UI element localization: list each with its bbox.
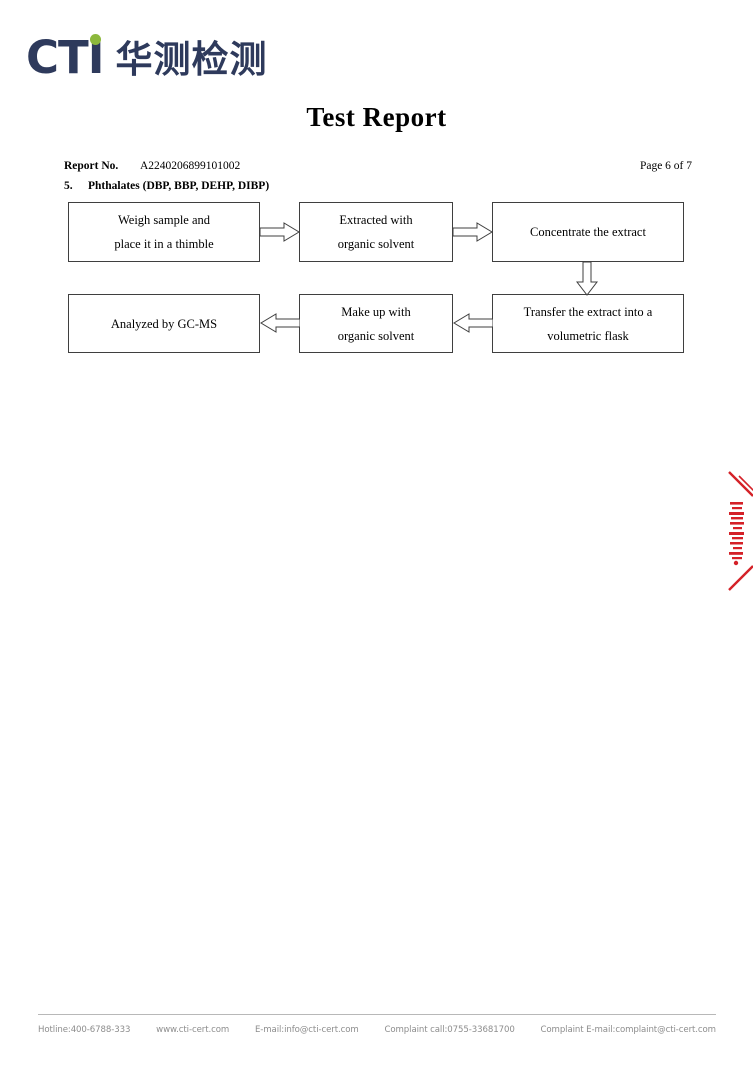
flow-box-analyzed-gcms-line1: Analyzed by GC-MS: [110, 316, 218, 331]
section-number: 5.: [64, 180, 73, 192]
flow-box-concentrate: Concentrate the extract: [492, 202, 684, 262]
section-heading: 5. Phthalates (DBP, BBP, DEHP, DIBP): [64, 180, 269, 192]
footer-website[interactable]: www.cti-cert.com: [156, 1025, 230, 1035]
flow-box-weigh: Weigh sample and place it in a thimble: [68, 202, 260, 262]
flow-box-make-up: Make up with organic solvent: [299, 294, 453, 353]
flow-box-concentrate-line1: Concentrate the extract: [530, 225, 646, 239]
footer-hotline: Hotline:400-6788-333: [38, 1025, 131, 1035]
red-seal-stamp: [727, 470, 753, 592]
report-meta-row: Report No. A2240206899101002 Page 6 of 7: [64, 160, 692, 176]
page-footer: Hotline:400-6788-333 www.cti-cert.com E-…: [38, 1014, 716, 1035]
flow-box-make-up-line1: Make up with: [341, 304, 411, 319]
flow-box-weigh-line1: Weigh sample and: [117, 213, 211, 227]
flow-box-extract: Extracted with organic solvent: [299, 202, 453, 262]
report-no-value: A2240206899101002: [140, 160, 241, 172]
flow-box-transfer-line1: Transfer the extract into a: [523, 304, 653, 319]
logo-latin-wrap: CTI: [26, 34, 104, 80]
footer-contact-list: Hotline:400-6788-333 www.cti-cert.com E-…: [38, 1025, 716, 1035]
flow-box-analyzed-gcms: Analyzed by GC-MS: [68, 294, 260, 353]
footer-complaint-email[interactable]: Complaint E-mail:complaint@cti-cert.com: [540, 1025, 717, 1035]
page-title: Test Report: [306, 102, 447, 132]
arrow-right-extract-to-concentrate: [453, 222, 493, 242]
footer-email[interactable]: E-mail:info@cti-cert.com: [254, 1025, 359, 1035]
arrow-left-transfer-to-make-up: [453, 313, 493, 333]
company-logo: CTI 华测检测: [26, 24, 267, 80]
arrow-right-weigh-to-extract: [260, 222, 300, 242]
arrow-left-make-up-to-analyzed: [260, 313, 300, 333]
logo-green-dot-icon: [90, 34, 102, 45]
page-indicator: Page 6 of 7: [639, 160, 692, 172]
report-no-label: Report No.: [64, 160, 119, 172]
logo-chinese-text: 华测检测: [115, 38, 268, 81]
flow-box-extract-line1: Extracted with: [339, 213, 413, 227]
footer-divider: [38, 1014, 716, 1015]
flow-box-make-up-line2: organic solvent: [337, 328, 415, 343]
flow-box-transfer-line2: volumetric flask: [547, 328, 629, 343]
flow-box-weigh-line2: place it in a thimble: [114, 237, 214, 251]
flow-box-transfer: Transfer the extract into a volumetric f…: [492, 294, 684, 353]
flow-box-extract-line2: organic solvent: [337, 237, 415, 251]
arrow-down-concentrate-to-transfer: [575, 262, 599, 296]
section-title: Phthalates (DBP, BBP, DEHP, DIBP): [88, 180, 270, 192]
footer-complaint-call: Complaint call:0755-33681700: [384, 1025, 515, 1035]
